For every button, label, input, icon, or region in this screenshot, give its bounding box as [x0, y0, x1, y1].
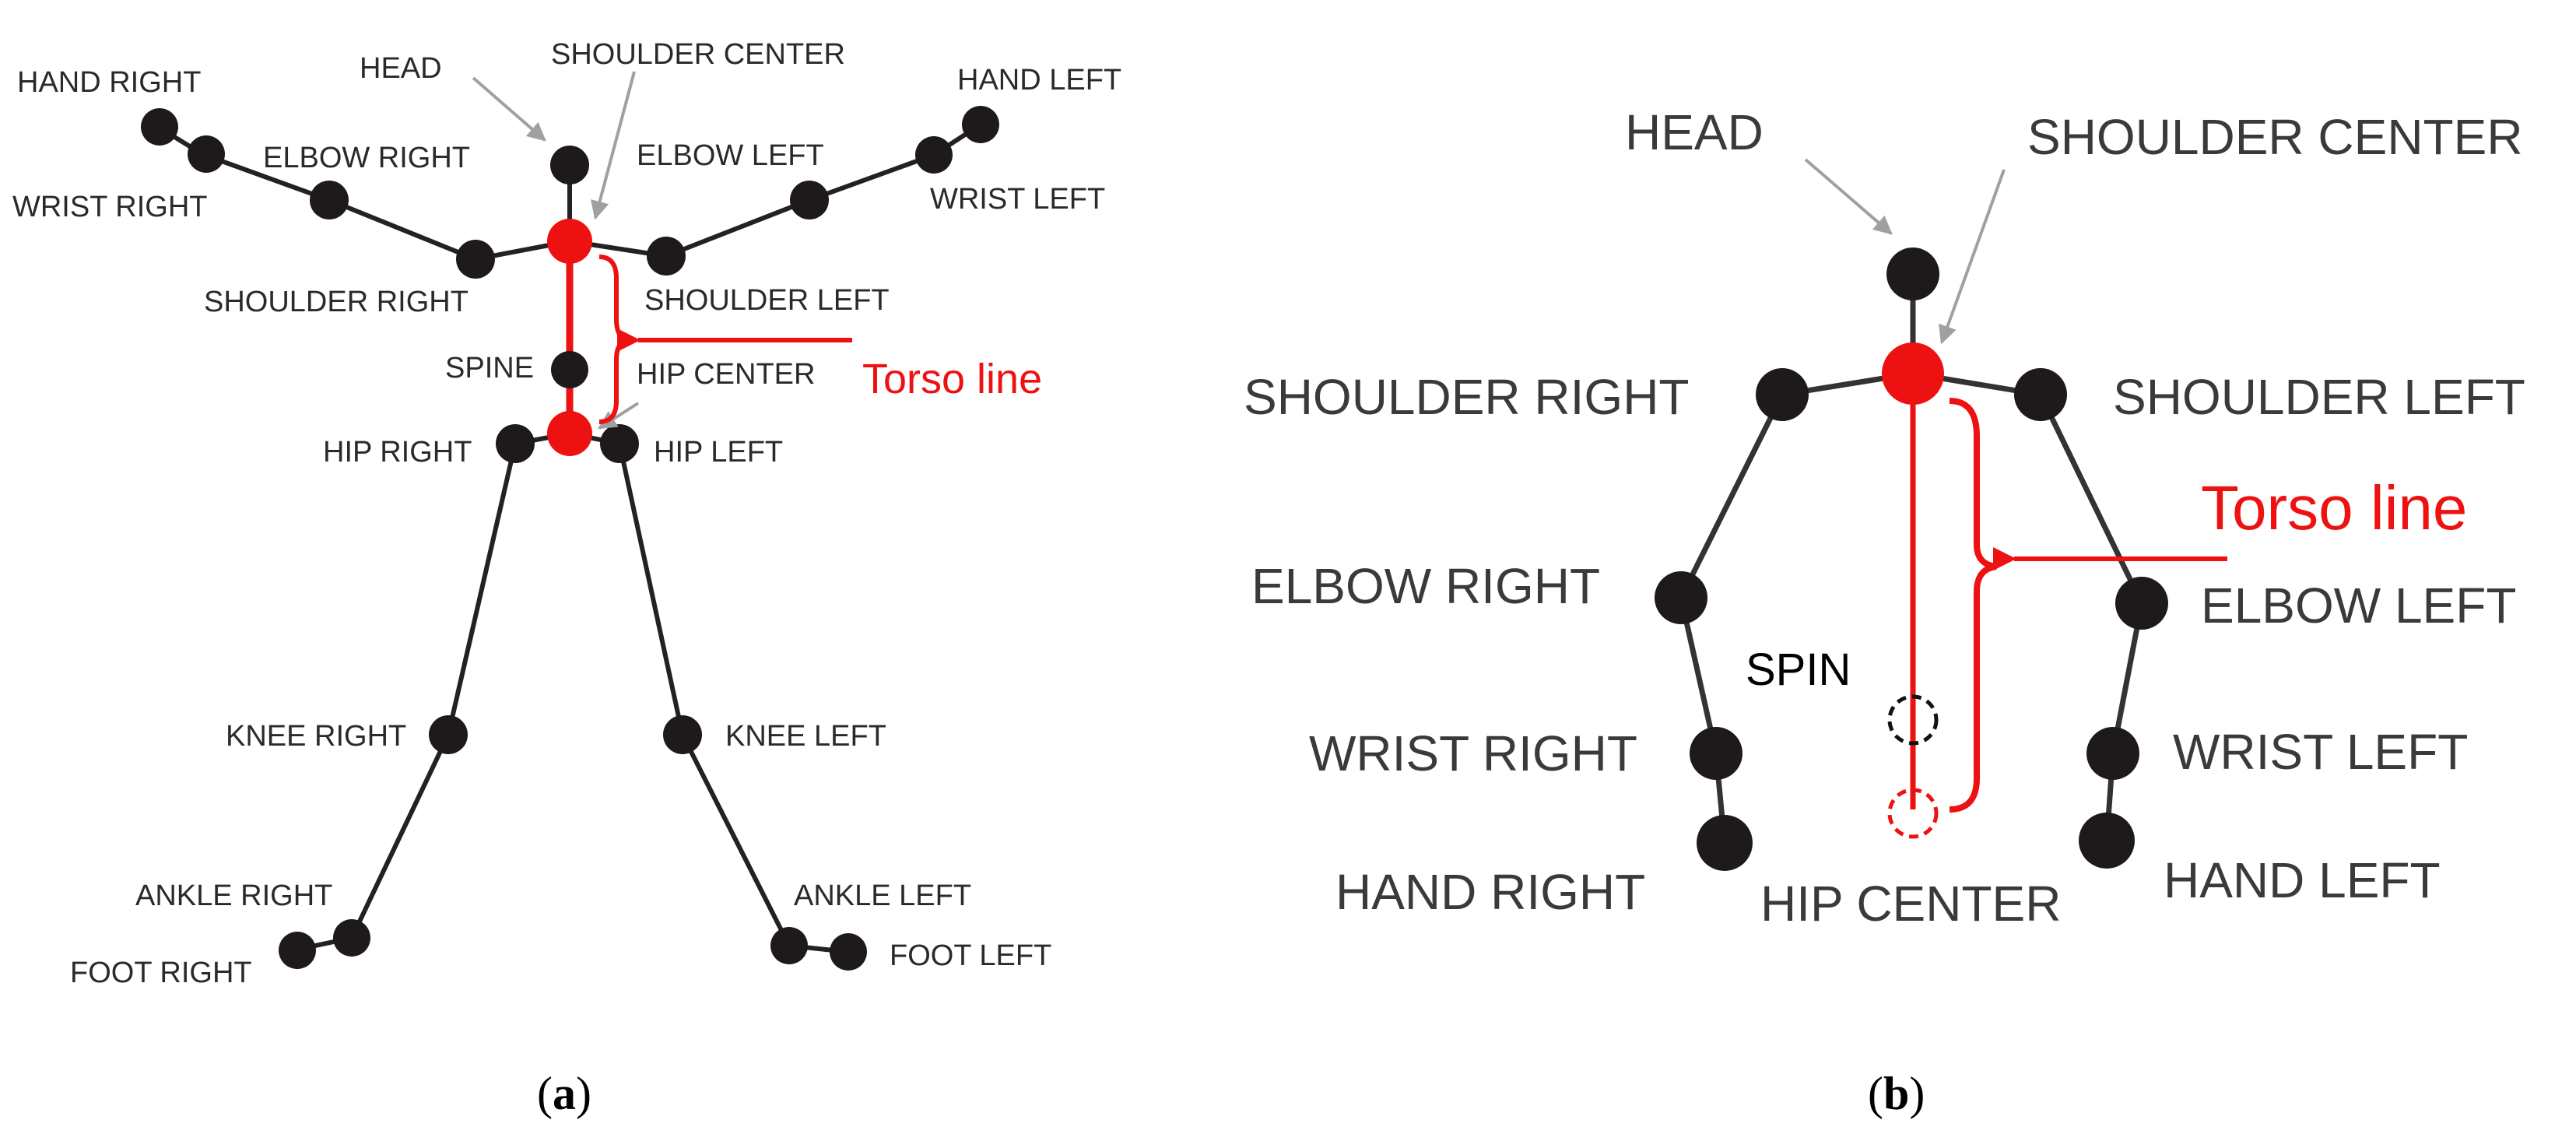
label-shoulder-center-b: SHOULDER CENTER — [2027, 109, 2523, 165]
joint-ankle-left — [770, 927, 808, 964]
joint-ankle-right — [333, 919, 370, 957]
pointer-head-a — [472, 76, 546, 142]
joint-wrist-right — [188, 135, 225, 173]
panel-a-joints — [141, 106, 999, 971]
joint-shoulder-center — [547, 219, 592, 264]
label-ankle-right-a: ANKLE RIGHT — [135, 879, 332, 912]
label-shoulder-right-b: SHOULDER RIGHT — [1244, 369, 1690, 425]
joint-hip-left — [600, 424, 639, 463]
joint-wrist-right-b — [1690, 727, 1742, 780]
label-shoulder-left-b: SHOULDER LEFT — [2113, 369, 2525, 425]
pointer-head-b — [1804, 158, 1893, 235]
label-hip-right-a: HIP RIGHT — [323, 436, 472, 469]
label-elbow-right-b: ELBOW RIGHT — [1251, 558, 1600, 614]
joint-foot-left — [830, 933, 867, 971]
label-knee-right-a: KNEE RIGHT — [226, 720, 406, 753]
joint-wrist-left-b — [2086, 727, 2139, 780]
joint-elbow-right — [310, 181, 349, 219]
joint-hand-right-b — [1697, 815, 1753, 871]
label-hip-center-a: HIP CENTER — [637, 358, 815, 391]
joint-shoulder-left-b — [2014, 368, 2067, 421]
joint-shoulder-right — [456, 240, 495, 279]
panel-b-joints — [1655, 248, 2168, 871]
bone-left-leg — [569, 431, 849, 954]
label-spin-b: SPIN — [1746, 644, 1851, 695]
joint-foot-right — [279, 932, 316, 969]
joint-knee-left — [663, 715, 702, 754]
bone-right-leg — [293, 431, 570, 953]
label-wrist-right-b: WRIST RIGHT — [1309, 725, 1637, 781]
torso-brace-a — [598, 255, 630, 424]
label-shoulder-center-a: SHOULDER CENTER — [551, 38, 845, 71]
joint-hip-center-dashed-b — [1887, 788, 1939, 839]
panel-b: Torso line HEAD SHOULDER CENTER SHOULDER… — [1244, 104, 2525, 1119]
label-wrist-right-a: WRIST RIGHT — [12, 191, 208, 223]
label-head-b: HEAD — [1625, 104, 1764, 160]
caption-a: (a) — [537, 1068, 591, 1119]
joint-knee-right — [429, 715, 468, 754]
joint-shoulder-left — [647, 237, 686, 276]
label-spine-a: SPINE — [445, 352, 534, 384]
label-wrist-left-b: WRIST LEFT — [2173, 724, 2468, 780]
joint-spine — [551, 351, 588, 388]
label-hip-left-a: HIP LEFT — [654, 436, 783, 469]
label-foot-left-a: FOOT LEFT — [890, 939, 1051, 972]
label-foot-right-a: FOOT RIGHT — [70, 957, 252, 989]
label-hand-left-a: HAND LEFT — [957, 64, 1121, 97]
label-shoulder-left-a: SHOULDER LEFT — [644, 284, 890, 317]
joint-elbow-left — [790, 181, 829, 219]
joint-shoulder-center-b — [1882, 342, 1944, 405]
label-elbow-left-a: ELBOW LEFT — [637, 139, 824, 172]
joint-hand-left-b — [2079, 813, 2135, 869]
label-hip-center-b: HIP CENTER — [1760, 876, 2061, 932]
joint-head-b — [1886, 248, 1939, 300]
label-ankle-left-a: ANKLE LEFT — [794, 879, 971, 912]
panel-a: Torso line HAND RIGHT HEAD SHOULDER CENT… — [12, 38, 1121, 1119]
joint-spin-dashed-b — [1887, 694, 1939, 746]
torso-line-label-a: Torso line — [862, 356, 1042, 402]
pointer-shoulder-center-a — [590, 71, 636, 220]
label-hand-left-b: HAND LEFT — [2164, 852, 2441, 908]
label-shoulder-right-a: SHOULDER RIGHT — [204, 286, 469, 318]
label-wrist-left-a: WRIST LEFT — [930, 183, 1105, 216]
caption-b: (b) — [1868, 1068, 1925, 1119]
label-elbow-right-a: ELBOW RIGHT — [263, 142, 470, 174]
torso-line-label-b: Torso line — [2201, 473, 2467, 542]
pointer-hip-center-a — [597, 402, 640, 430]
joint-hand-right — [141, 108, 178, 146]
torso-brace-b — [1949, 398, 1997, 813]
joint-shoulder-right-b — [1756, 368, 1809, 421]
joint-head — [550, 146, 589, 184]
label-hand-right-a: HAND RIGHT — [17, 66, 201, 99]
joint-hip-right — [496, 424, 535, 463]
joint-elbow-left-b — [2115, 577, 2168, 630]
label-hand-right-b: HAND RIGHT — [1335, 864, 1645, 920]
joint-wrist-left — [915, 136, 953, 174]
joint-hip-center — [547, 411, 592, 456]
joint-elbow-right-b — [1655, 571, 1707, 624]
label-head-a: HEAD — [360, 52, 442, 85]
label-knee-left-a: KNEE LEFT — [725, 720, 886, 753]
pointer-shoulder-center-b — [1939, 169, 2006, 345]
label-elbow-left-b: ELBOW LEFT — [2201, 578, 2516, 634]
joint-hand-left — [962, 106, 999, 143]
